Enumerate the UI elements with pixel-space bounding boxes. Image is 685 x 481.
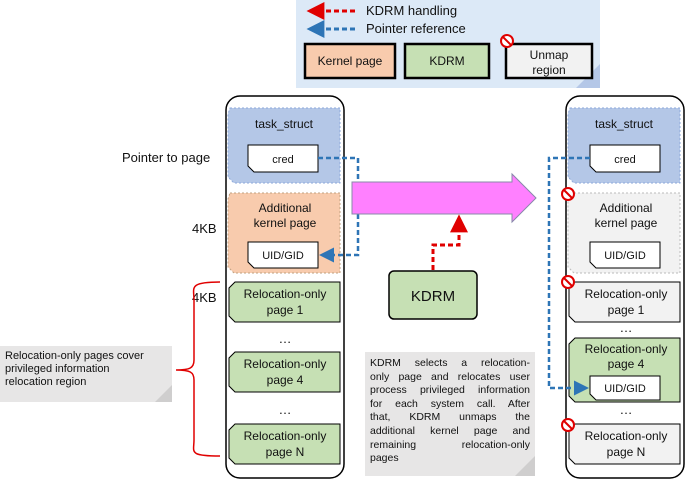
- left-reloc-n-label-1: Relocation-only: [244, 429, 327, 443]
- left-stack: task_struct cred Additional kernel page …: [225, 95, 345, 479]
- left-cred-box: [247, 144, 319, 173]
- description-fold: [515, 456, 535, 476]
- legend: KDRM handling Pointer reference Kernel p…: [296, 0, 600, 88]
- left-ellipsis-1: …: [279, 331, 292, 346]
- reloc-region-brace: [175, 281, 221, 457]
- left-reloc-page-1: [228, 281, 341, 323]
- right-uid-gid-label-b: UID/GID: [604, 383, 646, 395]
- right-reloc-4-label-1: Relocation-only: [585, 342, 668, 356]
- kdrm-box: [388, 270, 478, 320]
- right-additional-label-1: Additional: [600, 201, 653, 215]
- right-cred-label: cred: [614, 154, 635, 166]
- left-task-struct-label: task_struct: [255, 117, 314, 131]
- right-uid-gid-label-a: UID/GID: [604, 250, 646, 262]
- right-task-struct-label: task_struct: [595, 117, 654, 131]
- description-line: KDRM selects a relocation-: [370, 357, 530, 369]
- cover-note-line: relocation region: [5, 376, 87, 388]
- description-line: for each system call. After: [370, 397, 530, 410]
- left-uid-gid-label: UID/GID: [262, 250, 304, 262]
- relocation-flow-arrow: [351, 172, 537, 224]
- description-note: KDRM selects a relocation- only page and…: [370, 357, 530, 466]
- cover-note-line: privileged information: [5, 363, 110, 375]
- no-entry-icon-reloc-n: [561, 418, 575, 432]
- right-reloc-n-label-2: page N: [607, 445, 646, 459]
- left-reloc-page-n: [228, 423, 341, 465]
- description-panel: [365, 352, 535, 476]
- left-reloc-4-label-1: Relocation-only: [244, 357, 327, 371]
- left-reloc-n-label-2: page N: [266, 445, 305, 459]
- left-reloc-4-label-2: page 4: [267, 373, 304, 387]
- legend-unmap-region: [504, 42, 594, 80]
- no-entry-icon: [500, 34, 514, 48]
- left-cred-label: cred: [272, 154, 293, 166]
- left-additional-label-1: Additional: [259, 201, 312, 215]
- left-ellipsis-2: …: [279, 402, 292, 417]
- size-label-reloc: 4KB: [192, 290, 217, 305]
- right-ellipsis-2: …: [620, 402, 633, 417]
- legend-unmap-label-1: Unmap: [530, 48, 569, 62]
- left-reloc-page-4: [228, 351, 341, 393]
- legend-kdrm-handling: KDRM handling: [366, 3, 457, 18]
- description-line: that, KDRM unmaps the: [370, 411, 530, 424]
- right-reloc-1-label-1: Relocation-only: [585, 287, 668, 301]
- right-cred-box: [589, 144, 661, 173]
- legend-kdrm: [403, 42, 491, 80]
- no-entry-icon-reloc-1: [561, 275, 575, 289]
- description-line: pages: [370, 452, 399, 465]
- size-label-additional: 4KB: [192, 221, 217, 236]
- left-reloc-1-label-2: page 1: [267, 303, 304, 317]
- kdrm-box-label: KDRM: [411, 288, 455, 305]
- right-ellipsis-1: …: [620, 320, 633, 335]
- cover-note-fold: [155, 385, 172, 402]
- description-line: remaining relocation-only: [370, 438, 530, 451]
- kdrm-handling-arrow: [431, 214, 468, 270]
- left-uid-gid-box: [247, 241, 319, 269]
- right-uid-gid-box-b: [589, 375, 661, 401]
- legend-unmap-label-2: region: [532, 63, 565, 77]
- description-line: additional kernel page and: [370, 424, 530, 437]
- right-reloc-1-label-2: page 1: [608, 303, 645, 317]
- description-line: process privileged information: [370, 384, 530, 397]
- no-entry-icon-additional: [561, 187, 575, 201]
- right-additional-label-2: kernel page: [595, 216, 658, 230]
- cover-note-panel: [0, 346, 172, 402]
- legend-kernel-page: [303, 42, 397, 80]
- pointer-to-page-label: Pointer to page: [122, 150, 210, 165]
- left-reloc-1-label-1: Relocation-only: [244, 287, 327, 301]
- right-uid-gid-box-a: [589, 241, 661, 269]
- legend-pointer-reference: Pointer reference: [366, 21, 466, 36]
- right-reloc-4-label-2: page 4: [608, 357, 645, 371]
- cover-note: Relocation-only pages cover privileged i…: [5, 350, 171, 389]
- legend-kernel-page-label: Kernel page: [318, 54, 383, 68]
- right-reloc-n-label-1: Relocation-only: [585, 429, 668, 443]
- cover-note-line: Relocation-only pages cover: [5, 350, 144, 362]
- left-additional-label-2: kernel page: [254, 216, 317, 230]
- right-stack: task_struct cred Additional kernel page …: [561, 95, 685, 479]
- legend-kdrm-label: KDRM: [429, 54, 464, 68]
- description-line: only page and relocates user: [370, 370, 530, 383]
- right-pointer-arrow: [547, 156, 590, 396]
